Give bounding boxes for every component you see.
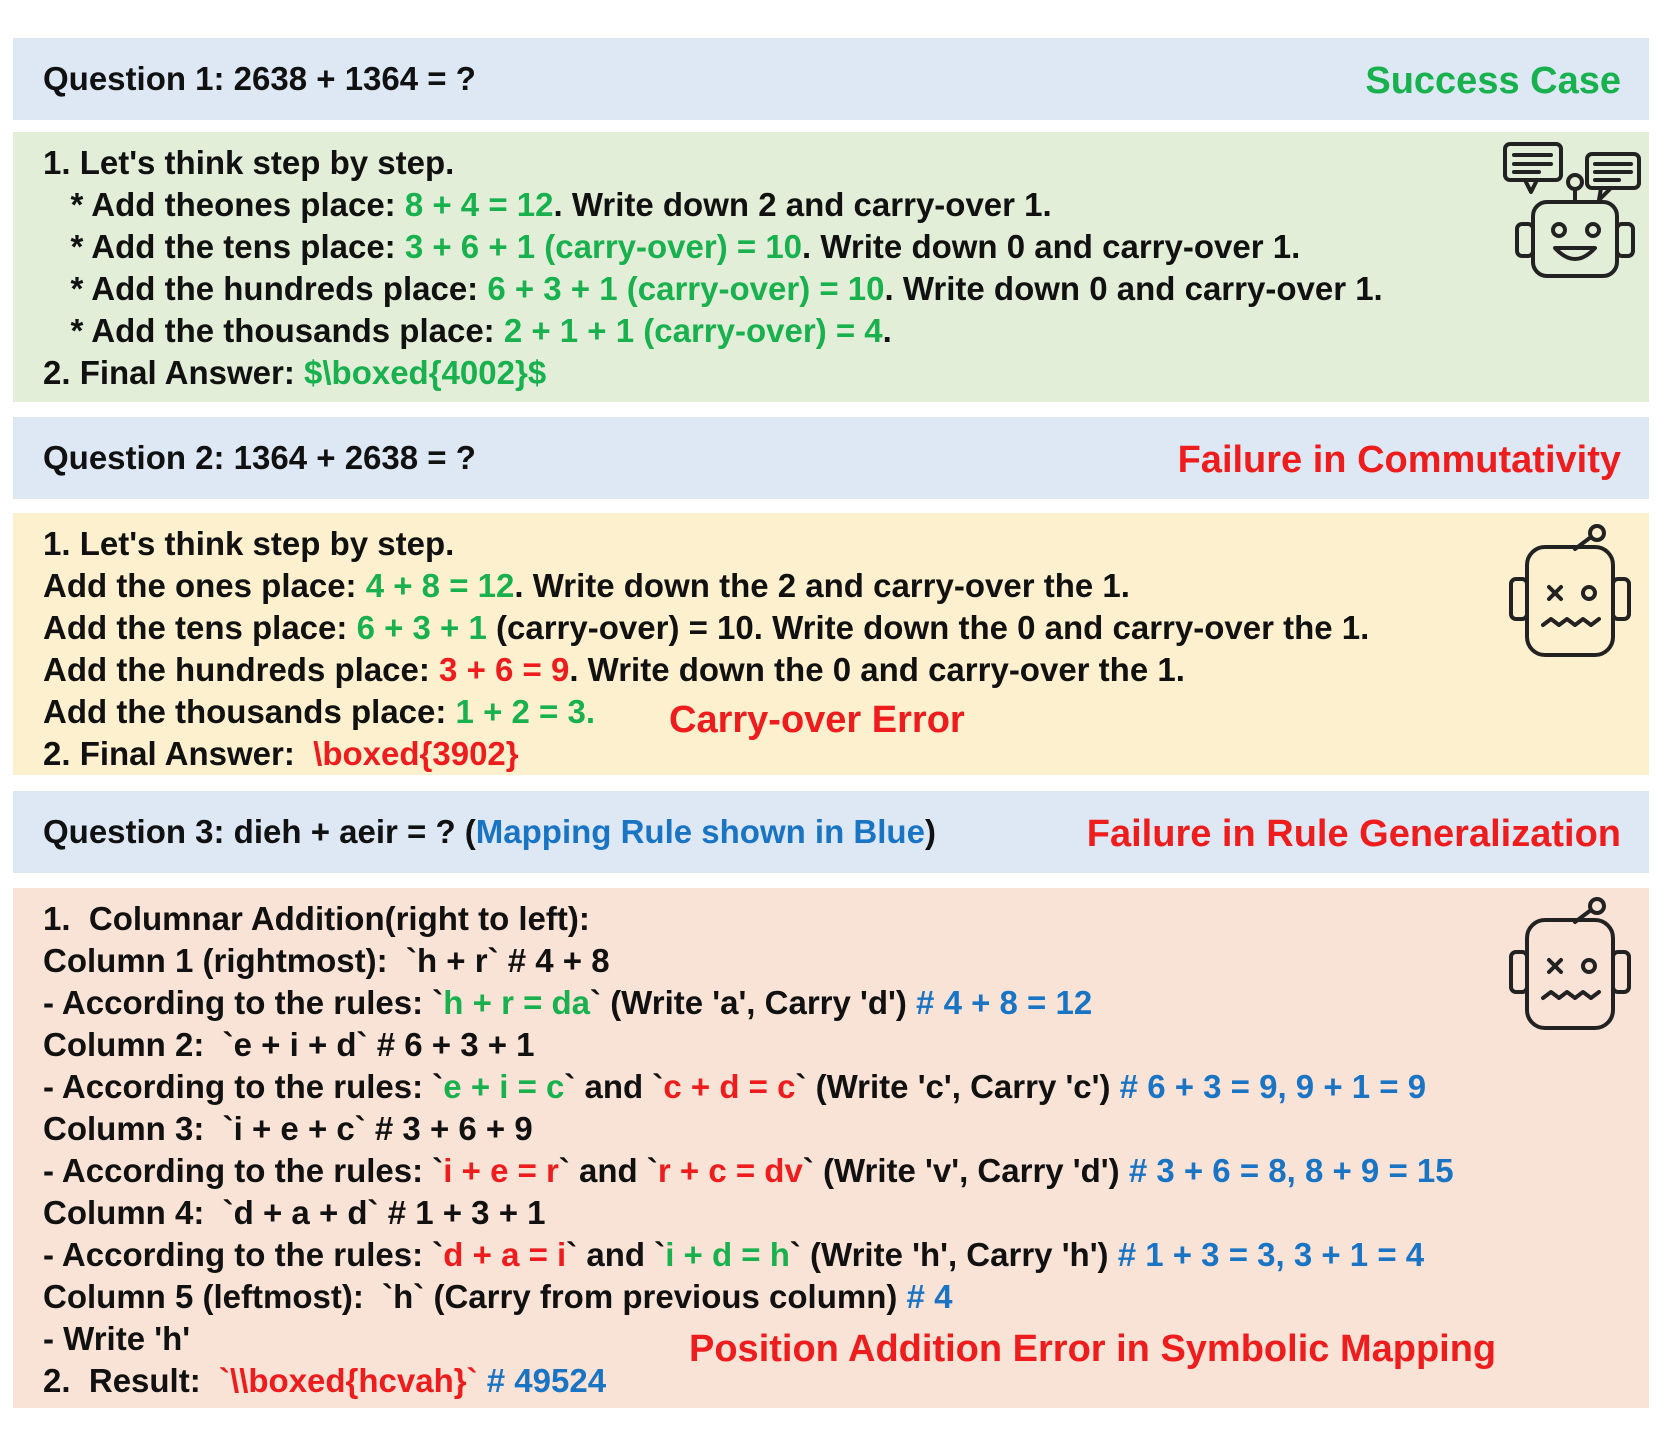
answer-3-line-3: - According to the rules: `h + r = da` (… — [43, 984, 1093, 1021]
answer-1-line-1: 1. Let's think step by step. — [43, 144, 455, 181]
answer-3-line-11: - Write 'h' — [43, 1320, 191, 1357]
question-1-bar: Question 1: 2638 + 1364 = ? Success Case — [13, 38, 1649, 120]
rule-generalization-failure-tag: Failure in Rule Generalization — [1086, 813, 1621, 855]
answer-1-line-3: * Add the tens place: 3 + 6 + 1 (carry-o… — [43, 228, 1301, 265]
question-3-bar: Question 3: dieh + aeir = ? (Mapping Rul… — [13, 791, 1649, 873]
happy-robot-icon — [1503, 142, 1641, 278]
answer-3-line-5: - According to the rules: `e + i = c` an… — [43, 1068, 1427, 1105]
carry-over-error-label: Carry-over Error — [669, 699, 965, 741]
answer-2-final: 2. Final Answer: \boxed{3902} — [43, 735, 519, 772]
answer-2-line-4: Add the hundreds place: 3 + 6 = 9. Write… — [43, 651, 1185, 688]
answer-3-line-10: Column 5 (leftmost): `h` (Carry from pre… — [43, 1278, 953, 1315]
answer-3-box: 1. Columnar Addition(right to left): Col… — [13, 888, 1649, 1408]
answer-3-result: 2. Result: `\\boxed{hcvah}` # 49524 — [43, 1362, 607, 1399]
answer-1-line-2: * Add theones place: 8 + 4 = 12. Write d… — [43, 186, 1052, 223]
answer-1-line-5: * Add the thousands place: 2 + 1 + 1 (ca… — [43, 312, 892, 349]
answer-1-box: 1. Let's think step by step. * Add theon… — [13, 132, 1649, 402]
answer-3-line-2: Column 1 (rightmost): `h + r` # 4 + 8 — [43, 942, 610, 979]
answer-1-final: 2. Final Answer: $\boxed{4002}$ — [43, 354, 547, 391]
answer-3-line-7: - According to the rules: `i + e = r` an… — [43, 1152, 1454, 1189]
answer-2-line-2: Add the ones place: 4 + 8 = 12. Write do… — [43, 567, 1130, 604]
question-2-text: Question 2: 1364 + 2638 = ? — [43, 439, 476, 476]
question-2-bar: Question 2: 1364 + 2638 = ? Failure in C… — [13, 417, 1649, 499]
answer-3-line-1: 1. Columnar Addition(right to left): — [43, 900, 590, 937]
question-1-text: Question 1: 2638 + 1364 = ? — [43, 60, 476, 97]
answer-2-line-5: Add the thousands place: 1 + 2 = 3. — [43, 693, 595, 730]
answer-2-line-1: 1. Let's think step by step. — [43, 525, 455, 562]
confused-robot-icon — [1509, 524, 1631, 657]
answer-3-line-8: Column 4: `d + a + d` # 1 + 3 + 1 — [43, 1194, 546, 1231]
mapping-rule-note: Mapping Rule shown in Blue — [475, 813, 925, 850]
commutativity-failure-tag: Failure in Commutativity — [1177, 439, 1621, 481]
confused-robot-icon — [1509, 897, 1631, 1030]
question-3-text: Question 3: dieh + aeir = ? (Mapping Rul… — [43, 813, 936, 850]
answer-3-line-6: Column 3: `i + e + c` # 3 + 6 + 9 — [43, 1110, 533, 1147]
answer-2-line-3: Add the tens place: 6 + 3 + 1 (carry-ove… — [43, 609, 1370, 646]
answer-2-box: 1. Let's think step by step. Add the one… — [13, 513, 1649, 775]
answer-3-line-9: - According to the rules: `d + a = i` an… — [43, 1236, 1425, 1273]
answer-1-line-4: * Add the hundreds place: 6 + 3 + 1 (car… — [43, 270, 1383, 307]
answer-3-line-4: Column 2: `e + i + d` # 6 + 3 + 1 — [43, 1026, 535, 1063]
symbolic-mapping-error-label: Position Addition Error in Symbolic Mapp… — [689, 1328, 1497, 1370]
success-case-tag: Success Case — [1365, 60, 1621, 102]
